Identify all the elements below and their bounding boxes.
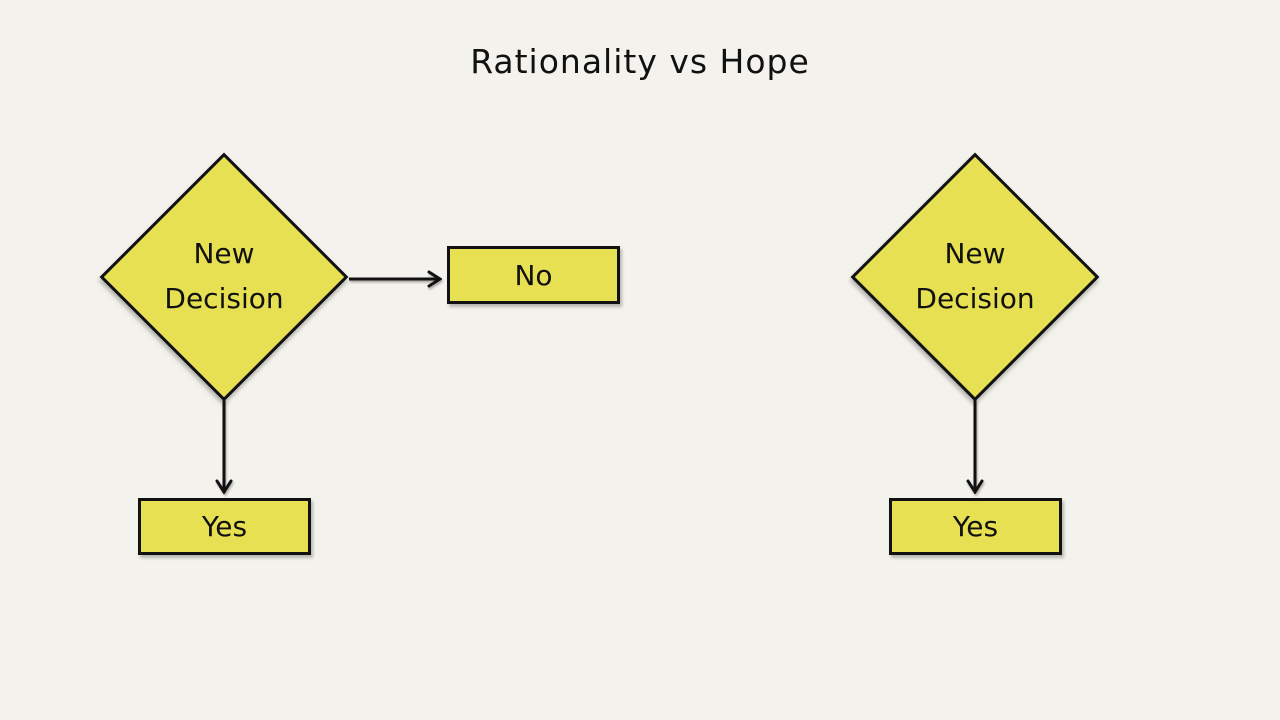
left-no-box: No xyxy=(447,246,620,304)
right-decision-label: New Decision xyxy=(915,237,1035,315)
left-decision-label: New Decision xyxy=(164,237,284,315)
right-decision-diamond: New Decision xyxy=(850,152,1100,402)
right-yes-box: Yes xyxy=(889,498,1062,555)
left-no-label: No xyxy=(514,258,553,292)
left-yes-box: Yes xyxy=(138,498,311,555)
diagram-title: Rationality vs Hope xyxy=(470,42,810,81)
left-decision-diamond: New Decision xyxy=(99,152,349,402)
left-yes-label: Yes xyxy=(201,510,248,543)
right-yes-label: Yes xyxy=(952,510,999,543)
